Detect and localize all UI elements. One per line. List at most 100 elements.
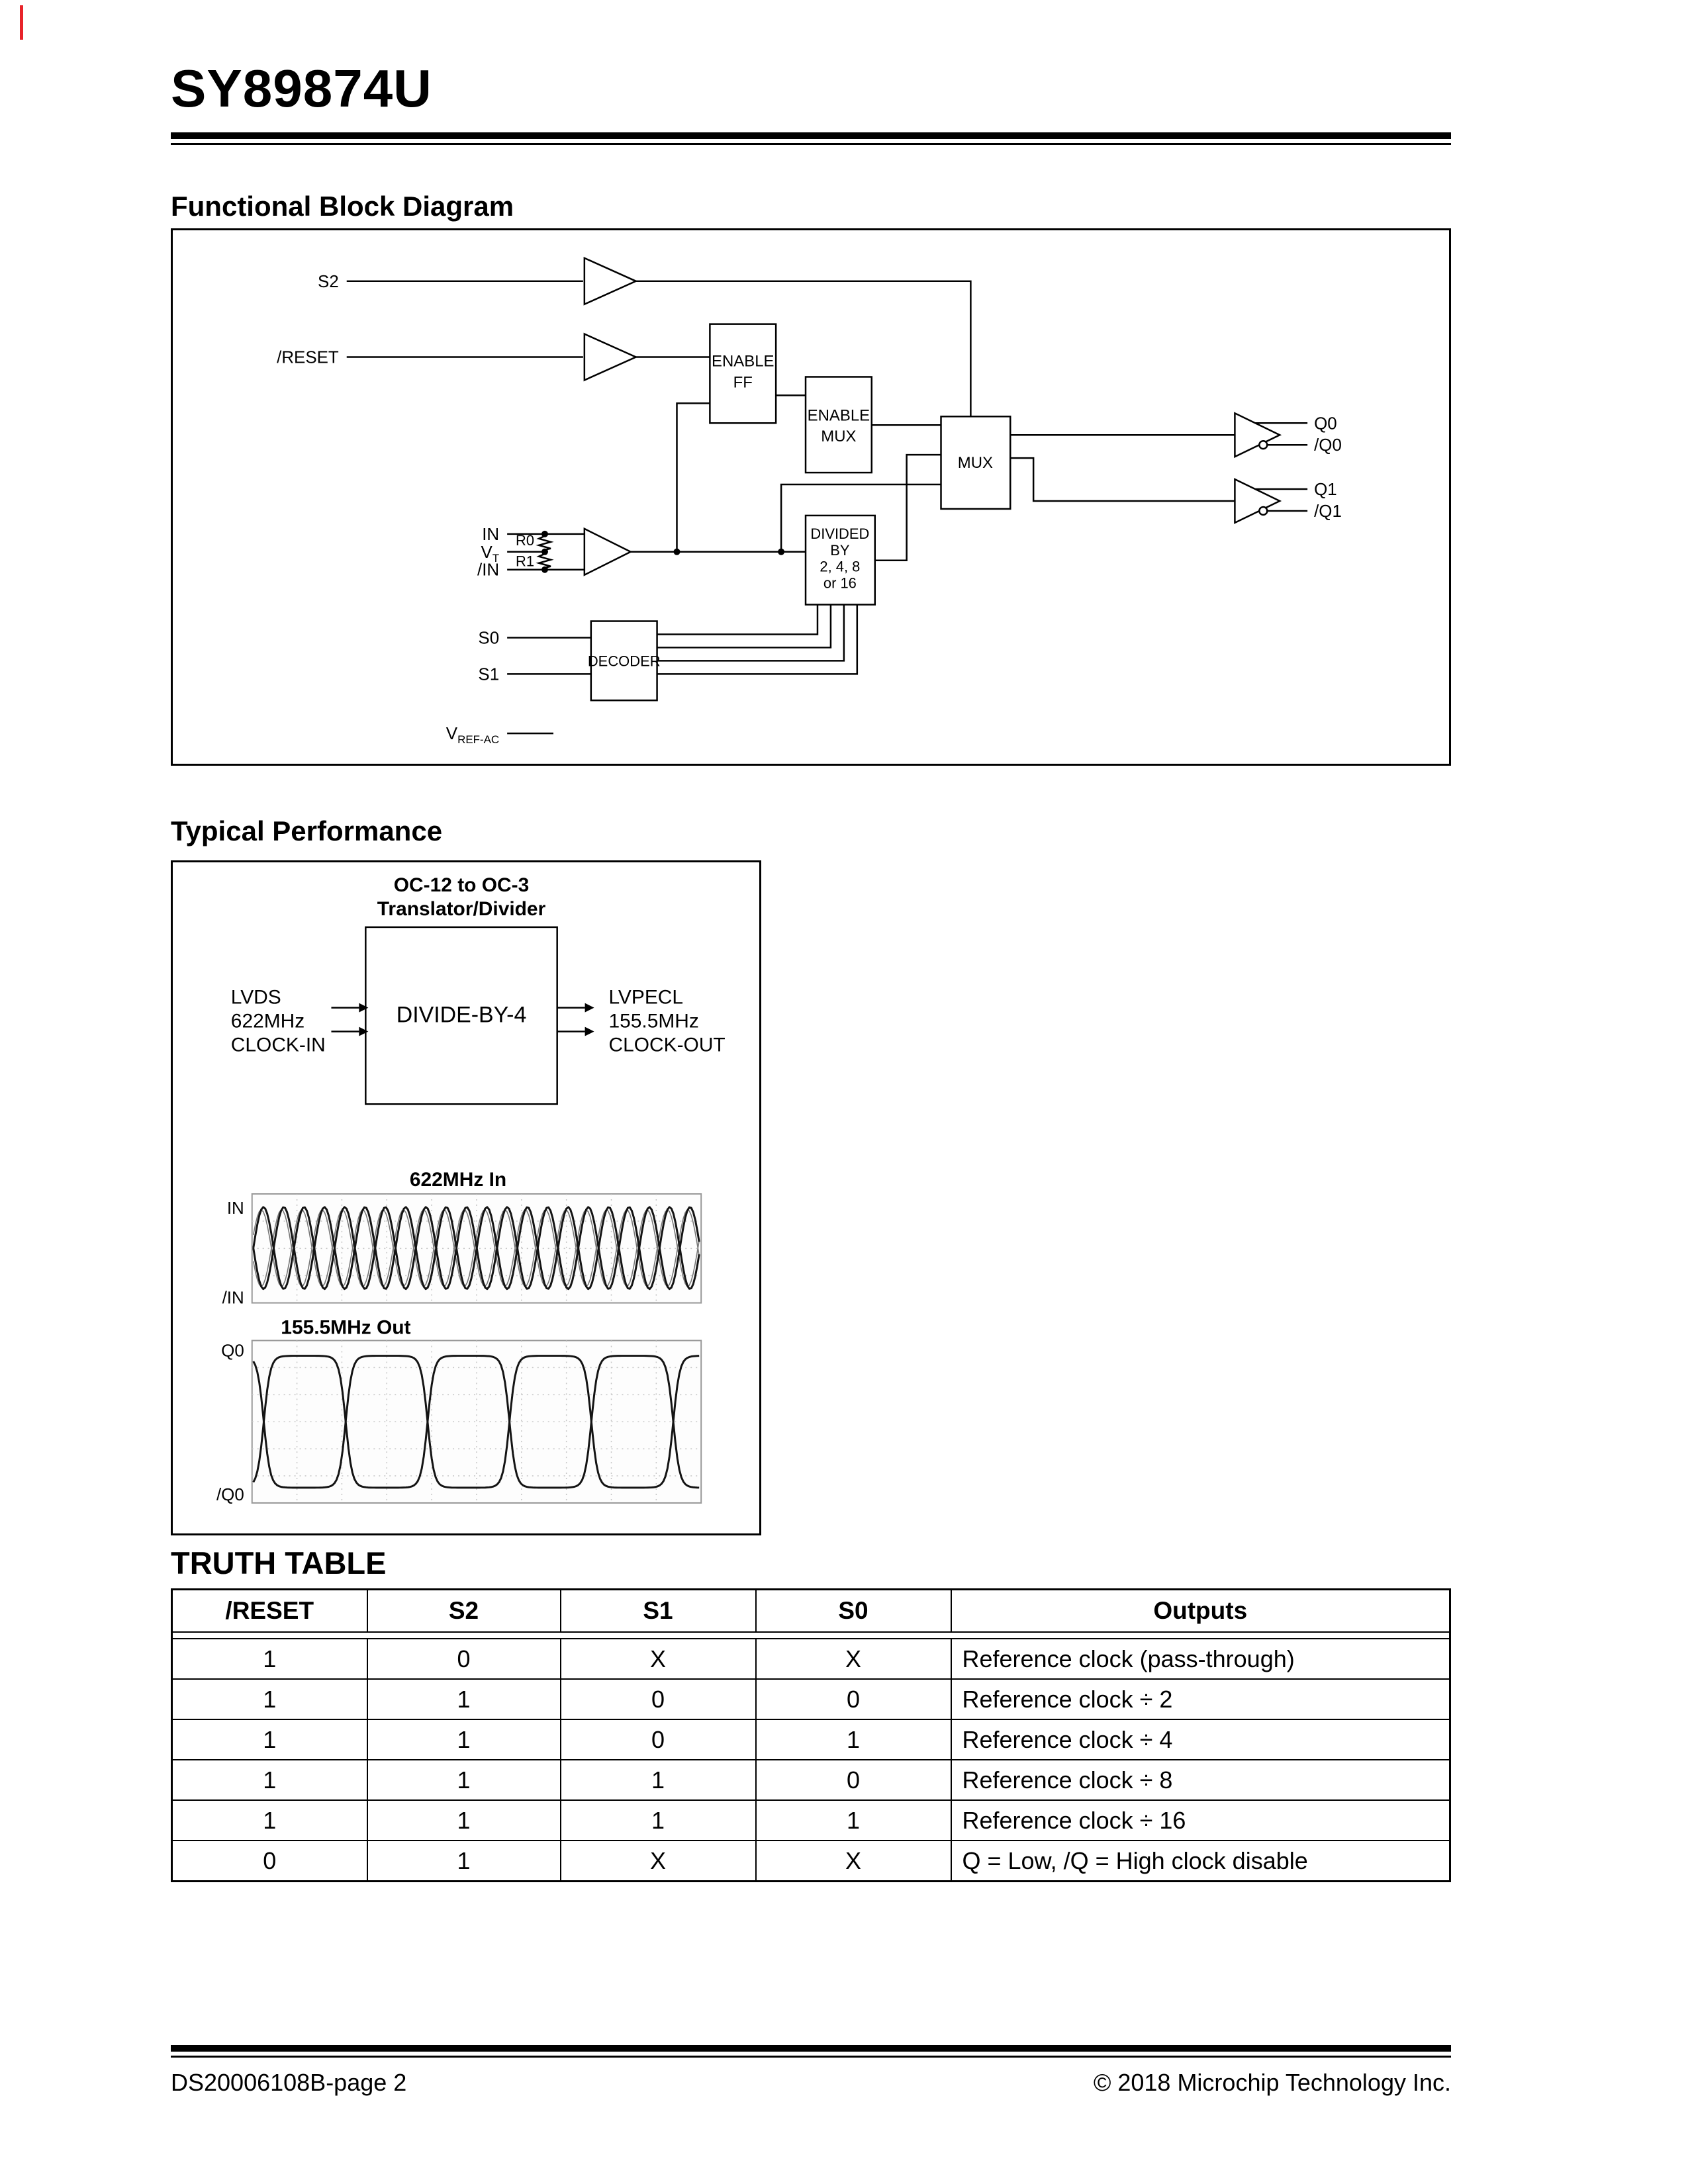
input-buffer-triangle: [583, 527, 633, 576]
table-cell: 1: [171, 1799, 368, 1841]
q1-label: Q1: [1314, 480, 1337, 499]
wave-in-title: 622MHz In: [410, 1169, 506, 1191]
signal-in-bar-label: /IN: [222, 1289, 244, 1308]
decoder-label: DECODER: [588, 653, 661, 669]
perf-title-line2: Translator/Divider: [377, 898, 546, 920]
q1-output-buffer-triangle: [1234, 478, 1282, 524]
scope-traces: [252, 1206, 700, 1489]
enable-mux-label-2: MUX: [821, 428, 856, 445]
mux-box: [940, 416, 1011, 510]
table-cell: Reference clock (pass-through): [950, 1638, 1451, 1680]
header-row: /RESET S2 S1 S0 Outputs: [171, 1588, 1451, 1633]
r0-label: R0: [516, 532, 534, 549]
table-spacer-row: [171, 1631, 1450, 1639]
footer-rule-thick: [171, 2045, 1451, 2052]
vref-ac-label: VREF-AC: [446, 725, 499, 746]
s1-label: S1: [478, 665, 499, 684]
divider-box: [804, 514, 876, 606]
perf-title-line1: OC-12 to OC-3: [394, 874, 530, 896]
footer-copyright: © 2018 Microchip Technology Inc.: [1093, 2069, 1451, 2096]
clock-in-label-1: LVDS: [231, 987, 281, 1009]
in-bar-label: /IN: [477, 561, 499, 580]
table-cell: X: [755, 1840, 952, 1882]
block-diagram-heading: Functional Block Diagram: [171, 191, 514, 222]
table-cell: 1: [559, 1759, 757, 1801]
clock-in-arrows: [331, 1003, 369, 1036]
enable-ff-box: [709, 323, 777, 424]
enable-mux-label-1: ENABLE: [808, 406, 870, 424]
table-cell: 1: [366, 1719, 561, 1760]
scan-artifact-mark: [20, 5, 23, 40]
clock-out-label-2: 155.5MHz: [609, 1011, 699, 1032]
clock-out-label-3: CLOCK-OUT: [609, 1034, 726, 1056]
footer-rule-thin: [171, 2056, 1451, 2058]
enable-mux-box: [804, 376, 873, 474]
reset-label: /RESET: [277, 349, 339, 367]
signal-q0-bar-label: /Q0: [216, 1486, 244, 1504]
diagram-labels: S2 /RESET IN /IN R0 R1 VT S0 S1 VREF-AC …: [277, 273, 1342, 746]
title-rule-thick: [171, 132, 1451, 139]
table-cell: X: [559, 1638, 757, 1680]
col-header-outputs: Outputs: [950, 1588, 1451, 1633]
table-cell: Q = Low, /Q = High clock disable: [950, 1840, 1451, 1882]
typical-performance-figure: OC-12 to OC-3 Translator/Divider DIVIDE-…: [216, 874, 726, 1504]
table-cell: X: [755, 1638, 952, 1680]
q1-inversion-bubble: [1258, 506, 1268, 516]
diagram-wires: [346, 280, 1308, 735]
table-cell: 0: [559, 1678, 757, 1720]
s2-buffer-triangle: [583, 256, 638, 306]
divide-by-4-box: [365, 926, 558, 1105]
table-cell: 1: [366, 1759, 561, 1801]
truth-table-heading: TRUTH TABLE: [171, 1545, 387, 1580]
q0-label: Q0: [1314, 414, 1337, 433]
title-rule-thin: [171, 143, 1451, 145]
diagram-blocks: [583, 256, 1282, 702]
table-cell: 1: [171, 1678, 368, 1720]
table-cell: 1: [366, 1678, 561, 1720]
table-cell: Reference clock ÷ 8: [950, 1759, 1451, 1801]
divider-label-2: BY: [830, 542, 850, 559]
reset-buffer-triangle: [583, 332, 638, 382]
enable-ff-label-1: ENABLE: [712, 352, 774, 370]
enable-ff-label-2: FF: [733, 373, 753, 391]
table-cell: 0: [755, 1759, 952, 1801]
col-header-s0: S0: [755, 1588, 952, 1633]
table-cell: 1: [171, 1719, 368, 1760]
q0-output-buffer-triangle: [1234, 412, 1282, 459]
s2-label: S2: [318, 273, 339, 291]
truth-table-head: /RESET S2 S1 S0 Outputs: [171, 1588, 1451, 1633]
col-header-reset: /RESET: [171, 1588, 368, 1633]
col-header-s2: S2: [366, 1588, 561, 1633]
clock-in-label-2: 622MHz: [231, 1011, 305, 1032]
table-cell: 1: [366, 1799, 561, 1841]
wave-out-title: 155.5MHz Out: [281, 1317, 410, 1339]
divide-by-4-label: DIVIDE-BY-4: [397, 1003, 527, 1028]
table-cell: 1: [171, 1759, 368, 1801]
footer-page-number: DS20006108B-page 2: [171, 2069, 407, 2096]
clock-out-arrows: [557, 1003, 594, 1036]
q1-bar-label: /Q1: [1314, 502, 1342, 521]
table-cell: 1: [559, 1799, 757, 1841]
functional-block-diagram: S2 /RESET IN /IN R0 R1 VT S0 S1 VREF-AC …: [277, 256, 1342, 746]
table-cell: 0: [755, 1678, 952, 1720]
clock-in-label-3: CLOCK-IN: [231, 1034, 326, 1056]
typical-performance-heading: Typical Performance: [171, 815, 443, 846]
divider-label-4: or 16: [823, 575, 857, 592]
signal-q0-label: Q0: [221, 1342, 244, 1360]
page-title: SY89874U: [171, 59, 432, 118]
table-cell: 1: [366, 1840, 561, 1882]
table-cell: 1: [171, 1638, 368, 1680]
table-cell: Reference clock ÷ 4: [950, 1719, 1451, 1760]
r1-label: R1: [516, 553, 534, 570]
decoder-box: [590, 620, 658, 702]
table-cell: 1: [755, 1719, 952, 1760]
